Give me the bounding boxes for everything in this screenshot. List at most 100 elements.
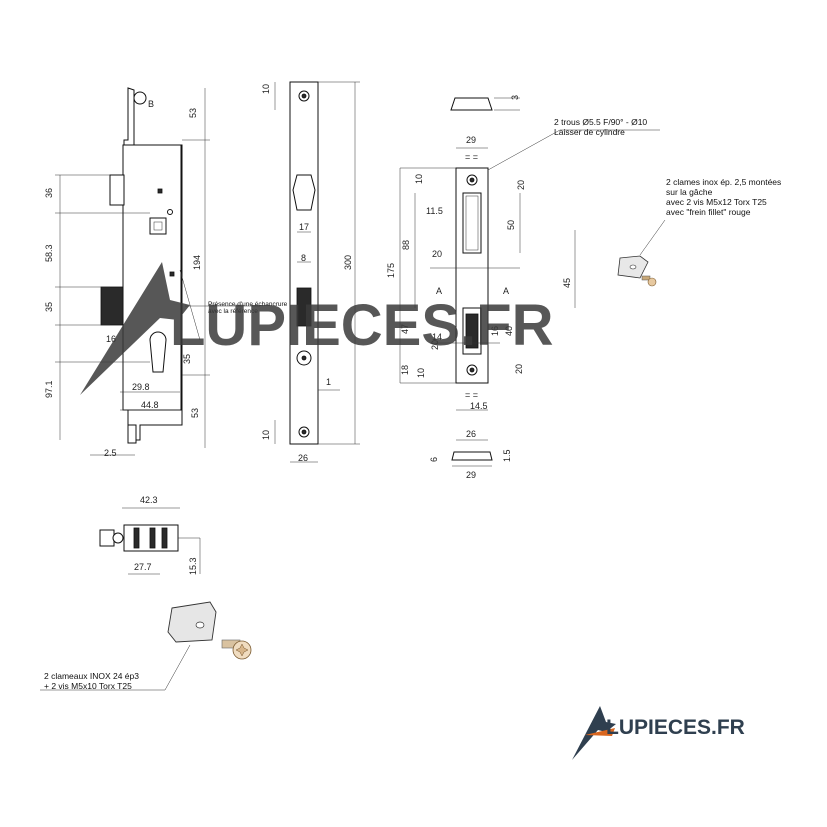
- dim-26: 26: [298, 453, 308, 463]
- dim-3: 3: [510, 95, 520, 100]
- bottom-tab: [127, 424, 137, 444]
- dim-47: 47: [400, 324, 410, 334]
- leader-clames: [639, 219, 666, 256]
- dim-27-7: 27.7: [134, 562, 152, 572]
- dim-29-bottom: 29: [466, 470, 476, 480]
- dim-44-8: 44.8: [141, 400, 159, 410]
- lock-case: [122, 144, 182, 411]
- strike-screw-bottom-center: [469, 367, 475, 373]
- note-clameaux-1: 2 clameaux INOX 24 ép3: [44, 671, 139, 681]
- dim-10-b: 10: [416, 368, 426, 378]
- dim-20-b: 20: [432, 249, 442, 259]
- dim-53-top: 53: [188, 108, 198, 118]
- note-clames-3: avec 2 vis M5x12 Torx T25: [666, 197, 767, 207]
- note-echancrure-1: Présence d'une échancrure: [208, 301, 288, 308]
- torx-screw-icon: [647, 277, 657, 287]
- dim-17: 17: [299, 222, 309, 232]
- dim-16-strike: 16: [490, 326, 500, 336]
- label-a-right: A: [503, 286, 509, 296]
- cylinder-hole: [149, 331, 167, 373]
- watermark-a-swoosh: [80, 262, 190, 395]
- latch-opening: [292, 174, 316, 211]
- note-clames-2: sur la gâche: [666, 187, 713, 197]
- clameau-view: 2 clameaux INOX 24 ép3 + 2 vis M5x10 Tor…: [40, 601, 252, 691]
- dim-50: 50: [506, 220, 516, 230]
- latch-keeper: [462, 192, 482, 254]
- logo-text: LUPIECES.FR: [606, 716, 745, 739]
- torx-star-icon: [235, 643, 249, 657]
- detail-view: 42.3 27.7 15.3: [99, 495, 201, 575]
- note-trous-2: Laisser de cylindre: [554, 127, 625, 137]
- bolt-keeper-inner: [465, 313, 479, 349]
- detail-end: [99, 529, 115, 547]
- dim-58-3: 58.3: [44, 244, 54, 262]
- detail-pivot: [112, 532, 124, 544]
- clame-hole: [629, 264, 637, 270]
- alupieces-logo: LUPIECES.FR: [572, 706, 745, 760]
- faceplate-outline: [289, 81, 319, 445]
- dim-16: 16: [106, 334, 116, 344]
- cylinder-screw-center: [301, 355, 307, 361]
- leader-trous: [487, 129, 561, 171]
- dim-18: 18: [400, 365, 410, 375]
- note-echancrure-2: avec la référence: [208, 308, 258, 315]
- latch-bolt: [109, 174, 125, 206]
- clameau-plate: [167, 601, 217, 643]
- detail-slot-1: [133, 527, 140, 549]
- dim-15-3: 15.3: [188, 557, 198, 575]
- strike-bottom-profile: [451, 451, 493, 461]
- screw-point: [167, 209, 173, 215]
- dim-20-a: 20: [516, 180, 526, 190]
- dim-6: 6: [429, 457, 439, 462]
- dim-11-5: 11.5: [426, 206, 443, 216]
- dim-1-5: 1.5: [502, 449, 512, 462]
- dim-45: 45: [562, 278, 572, 288]
- top-hook: [133, 91, 147, 105]
- dim-20-d: 20: [514, 364, 524, 374]
- dim-10-bottom: 10: [261, 430, 271, 440]
- faceplate-screw-bottom-center: [301, 429, 307, 435]
- strike-plate-view: 3 29 = = 10 20 11.5 50 88 20 175 45 A: [386, 95, 660, 480]
- logo-accent-stroke: [585, 728, 615, 736]
- dim-8: 8: [301, 253, 306, 263]
- label-b: B: [148, 99, 154, 109]
- bolt-opening: [296, 287, 312, 327]
- dim-10-top: 10: [261, 84, 271, 94]
- dim-1: 1: [326, 377, 331, 387]
- note-clames-4: avec "frein fillet" rouge: [666, 207, 751, 217]
- strike-screw-top-center: [469, 177, 475, 183]
- dim-2-5: 2.5: [104, 448, 117, 458]
- dim-14: 14: [432, 332, 442, 342]
- spindle-square: [149, 217, 167, 235]
- dim-97-1: 97.1: [44, 380, 54, 398]
- clame-screw-shank: [641, 275, 651, 281]
- dim-40: 40: [504, 326, 514, 336]
- dim-26-strike: 26: [466, 429, 476, 439]
- dim-42-3: 42.3: [140, 495, 158, 505]
- faceplate-view: 10 17 8 300 1 10 26: [261, 81, 360, 463]
- dim-175: 175: [386, 263, 396, 278]
- dim-29-top: 29: [466, 135, 476, 145]
- dim-35-left: 35: [44, 302, 54, 312]
- dim-20-c: 20: [430, 340, 440, 350]
- dim-36: 36: [44, 188, 54, 198]
- detail-slot-2: [149, 527, 156, 549]
- faceplate-screw-top-center: [301, 93, 307, 99]
- note-clames-1: 2 clames inox ép. 2,5 montées: [666, 177, 781, 187]
- dim-10-a: 10: [414, 174, 424, 184]
- strike-top-profile: [450, 97, 493, 111]
- detail-slot-3: [161, 527, 168, 549]
- eq-top: = =: [465, 152, 478, 162]
- dim-29-8: 29.8: [132, 382, 150, 392]
- dim-53-bottom: 53: [190, 408, 200, 418]
- spindle-hole: [153, 221, 163, 231]
- clameau-hole: [195, 621, 205, 629]
- label-a-left: A: [436, 286, 442, 296]
- dim-300: 300: [343, 255, 353, 270]
- dead-bolt: [100, 286, 124, 326]
- note-clameaux-2: + 2 vis M5x10 Torx T25: [44, 681, 132, 691]
- small-square-2: [169, 271, 175, 277]
- dim-194: 194: [192, 255, 202, 270]
- dim-88: 88: [401, 240, 411, 250]
